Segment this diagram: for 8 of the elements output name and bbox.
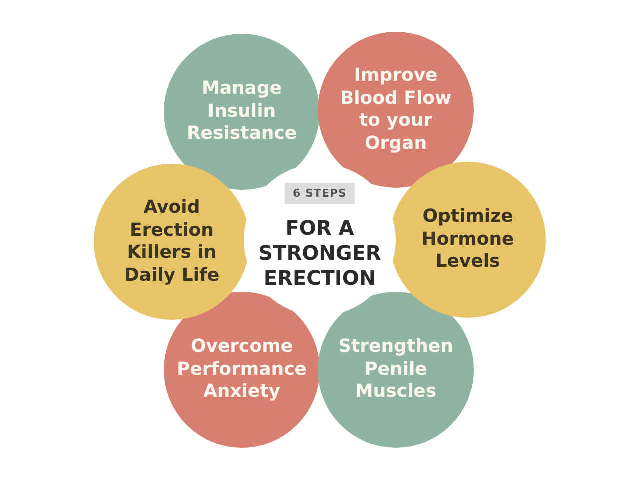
step-text: Improve Blood Flow to your Organ (339, 65, 453, 155)
steps-tag: 6 STEPS (285, 183, 355, 204)
step-text: Strengthen Penile Muscles (338, 336, 454, 404)
step-text: Avoid Erection Killers in Daily Life (123, 197, 221, 287)
step-text: Optimize Hormone Levels (420, 206, 516, 274)
step-text: Overcome Performance Anxiety (176, 336, 308, 404)
step-text: Manage Insulin Resistance (186, 78, 298, 146)
center-heading: FOR A STRONGER ERECTION (258, 216, 382, 290)
